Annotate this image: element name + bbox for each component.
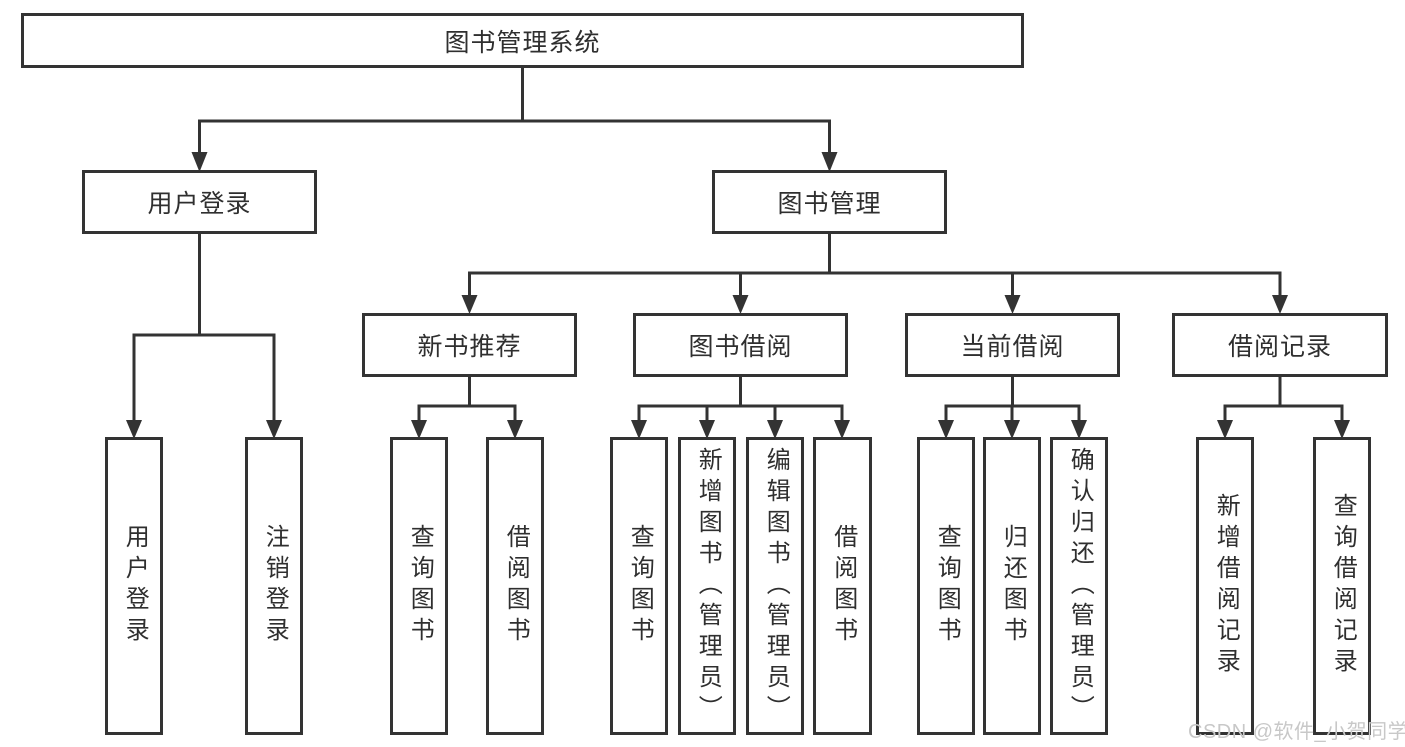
node-book-management: 图书管理: [712, 170, 947, 234]
node-add-books-admin: 新增图书（管理员）: [678, 437, 736, 735]
node-add-borrow-record-label: 新增借阅记录: [1212, 493, 1240, 679]
node-edit-books-admin: 编辑图书（管理员）: [746, 437, 804, 735]
node-borrowing-records: 借阅记录: [1172, 313, 1388, 377]
node-confirm-return-admin: 确认归还（管理员）: [1050, 437, 1108, 735]
node-query-books-current: 查询图书: [917, 437, 975, 735]
node-borrow-books-recommend-label: 借阅图书: [502, 524, 530, 648]
node-user-login: 用户登录: [82, 170, 317, 234]
node-add-books-admin-label: 新增图书（管理员）: [694, 446, 722, 726]
node-logout-action-label: 注销登录: [261, 524, 289, 648]
node-new-book-recommend-label: 新书推荐: [417, 333, 522, 361]
node-add-borrow-record: 新增借阅记录: [1196, 437, 1254, 735]
node-query-books-borrow: 查询图书: [610, 437, 668, 735]
node-book-borrowing: 图书借阅: [633, 313, 848, 377]
node-edit-books-admin-label: 编辑图书（管理员）: [762, 446, 790, 726]
node-return-books: 归还图书: [983, 437, 1041, 735]
node-logout-action: 注销登录: [245, 437, 303, 735]
node-user-login-label: 用户登录: [147, 190, 252, 218]
node-current-borrowing-label: 当前借阅: [960, 333, 1065, 361]
node-book-borrowing-label: 图书借阅: [688, 333, 793, 361]
node-library-management-system: 图书管理系统: [21, 13, 1024, 68]
node-book-management-label: 图书管理: [777, 190, 882, 218]
node-query-books-current-label: 查询图书: [933, 524, 961, 648]
node-library-management-system-label: 图书管理系统: [444, 28, 601, 57]
node-user-login-action: 用户登录: [105, 437, 163, 735]
node-new-book-recommend: 新书推荐: [362, 313, 577, 377]
node-confirm-return-admin-label: 确认归还（管理员）: [1066, 446, 1094, 726]
node-borrow-books: 借阅图书: [813, 437, 872, 735]
node-borrow-books-recommend: 借阅图书: [486, 437, 544, 735]
node-query-books-borrow-label: 查询图书: [626, 524, 654, 648]
csdn-watermark: CSDN @软件_小贺同学: [1188, 721, 1405, 743]
node-return-books-label: 归还图书: [999, 524, 1027, 648]
node-query-books-recommend: 查询图书: [390, 437, 448, 735]
node-query-borrow-record: 查询借阅记录: [1313, 437, 1371, 735]
node-borrowing-records-label: 借阅记录: [1227, 333, 1332, 361]
node-user-login-action-label: 用户登录: [121, 524, 149, 648]
node-borrow-books-label: 借阅图书: [829, 524, 857, 648]
node-query-books-recommend-label: 查询图书: [406, 524, 434, 648]
node-query-borrow-record-label: 查询借阅记录: [1329, 493, 1357, 679]
node-current-borrowing: 当前借阅: [905, 313, 1120, 377]
